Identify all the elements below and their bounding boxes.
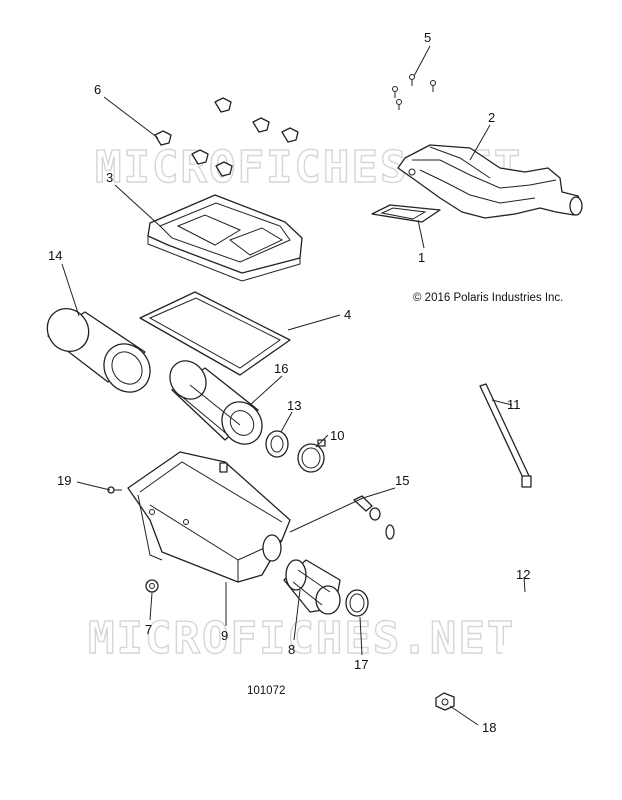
callout-1: 1	[418, 250, 425, 265]
callout-7: 7	[145, 622, 152, 637]
part-18-nut	[435, 692, 455, 711]
callout-15: 15	[395, 473, 409, 488]
part-9-airbox	[127, 451, 291, 583]
part-16-air-filter	[169, 360, 263, 445]
part-13-coupler	[265, 430, 289, 458]
part-19-screw	[107, 486, 122, 494]
part-8-outlet-boot	[283, 559, 341, 615]
part-2-intake-duct	[397, 144, 583, 219]
callout-16: 16	[274, 361, 288, 376]
part-7-grommet	[145, 579, 159, 593]
callout-9: 9	[221, 628, 228, 643]
callout-11: 11	[507, 397, 521, 412]
part-3-airbox-cover	[147, 194, 303, 282]
part-4-gasket	[139, 291, 291, 376]
callout-14: 14	[48, 248, 62, 263]
part-1-duct-seal	[371, 204, 441, 223]
part-15-valve	[353, 495, 381, 521]
callout-2: 2	[488, 110, 495, 125]
callout-6: 6	[94, 82, 101, 97]
part-10-clamp	[297, 439, 326, 473]
part-14-prefilter	[46, 307, 151, 393]
diagram-number: 101072	[247, 685, 285, 697]
part-12-drain-hose	[385, 524, 546, 657]
callout-17: 17	[354, 657, 368, 672]
part-17-clamp	[345, 589, 369, 617]
callout-5: 5	[424, 30, 431, 45]
watermark-bottom: MICROFICHES.NET	[88, 613, 515, 664]
callout-labels: 5 2 1 3 6 4 14 16 13 10 15 11 12 19 7 9 …	[48, 30, 530, 735]
callout-13: 13	[287, 398, 301, 413]
callout-19: 19	[57, 473, 71, 488]
callout-3: 3	[106, 170, 113, 185]
callout-18: 18	[482, 720, 496, 735]
copyright-notice: © 2016 Polaris Industries Inc.	[413, 292, 563, 304]
callout-4: 4	[344, 307, 351, 322]
callout-8: 8	[288, 642, 295, 657]
leader-lines	[61, 45, 526, 726]
part-5-screws	[392, 74, 436, 110]
part-6-clips	[154, 97, 299, 177]
part-11-strap	[479, 383, 532, 488]
callout-10: 10	[330, 428, 344, 443]
callout-12: 12	[516, 567, 530, 582]
